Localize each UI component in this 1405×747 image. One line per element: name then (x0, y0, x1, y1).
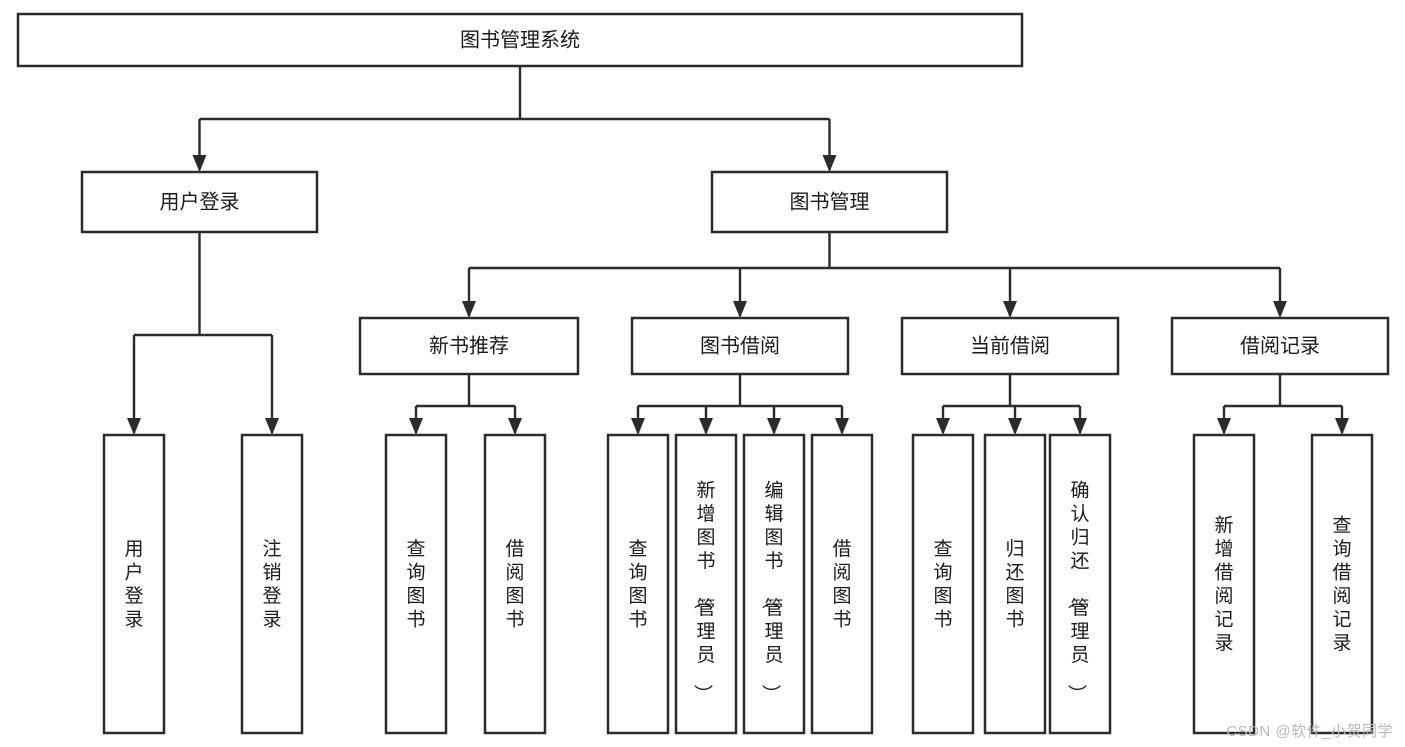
edge-group-current-borrow (936, 374, 1087, 435)
node-label-leaf-confirm-return: 确认归还（管理员） (1065, 479, 1089, 703)
edge-group-root (192, 66, 837, 172)
edge-group-borrow-record (1217, 374, 1349, 435)
node-label-leaf-borrow-book-1: 借阅图书 (505, 538, 524, 631)
arrow-head (767, 418, 781, 435)
node-box-leaf-query-record (1310, 433, 1374, 735)
arrow-head (127, 418, 141, 435)
node-leaf-return-book[interactable]: 归还图书 (983, 433, 1047, 735)
node-box-leaf-query-book-2 (606, 433, 670, 735)
node-label-borrow-record: 借阅记录 (1240, 334, 1320, 357)
connectors-layer (127, 66, 1349, 435)
arrow-head (265, 418, 279, 435)
node-box-leaf-return-book (983, 433, 1047, 735)
node-label-root: 图书管理系统 (460, 28, 580, 51)
node-box-book-management (710, 170, 949, 234)
arrow-head (462, 301, 476, 318)
node-leaf-query-record[interactable]: 查询借阅记录 (1310, 433, 1374, 735)
arrow-head (192, 155, 207, 172)
node-borrow-record[interactable]: 借阅记录 (1170, 316, 1390, 376)
node-box-leaf-query-book-3 (911, 433, 975, 735)
node-label-leaf-query-book-3: 查询图书 (933, 538, 952, 631)
node-box-leaf-add-record (1192, 433, 1256, 735)
node-box-leaf-user-login (102, 433, 166, 735)
node-label-current-borrow: 当前借阅 (970, 334, 1050, 357)
node-leaf-query-book-1[interactable]: 查询图书 (384, 433, 448, 735)
arrow-head (1217, 418, 1231, 435)
node-label-leaf-logout: 注销登录 (262, 538, 281, 631)
node-label-leaf-edit-book: 编辑图书（管理员） (759, 479, 783, 703)
node-new-book-recommend[interactable]: 新书推荐 (358, 316, 580, 376)
node-box-leaf-edit-book (742, 433, 806, 735)
arrow-head (699, 418, 713, 435)
node-label-user-login: 用户登录 (160, 190, 240, 213)
node-label-leaf-add-book: 新增图书（管理员） (691, 479, 715, 703)
node-user-login[interactable]: 用户登录 (80, 170, 319, 234)
arrow-head (1003, 301, 1017, 318)
edge-group-user-login (127, 232, 279, 435)
node-label-book-borrow: 图书借阅 (700, 334, 780, 357)
node-box-new-book-recommend (358, 316, 580, 376)
node-box-user-login (80, 170, 319, 234)
arrow-head (1073, 418, 1087, 435)
node-box-current-borrow (900, 316, 1120, 376)
arrow-head (1335, 418, 1349, 435)
arrow-head (631, 418, 645, 435)
node-book-management[interactable]: 图书管理 (710, 170, 949, 234)
node-box-root (16, 12, 1024, 68)
node-leaf-add-book[interactable]: 新增图书（管理员） (674, 433, 738, 735)
node-leaf-borrow-book-1[interactable]: 借阅图书 (483, 433, 547, 735)
node-leaf-confirm-return[interactable]: 确认归还（管理员） (1048, 433, 1112, 735)
node-box-leaf-borrow-book-2 (810, 433, 874, 735)
node-leaf-query-book-2[interactable]: 查询图书 (606, 433, 670, 735)
arrow-head (936, 418, 950, 435)
node-label-leaf-query-book-1: 查询图书 (406, 538, 425, 631)
arrow-head (835, 418, 849, 435)
node-box-leaf-confirm-return (1048, 433, 1112, 735)
arrow-head (508, 418, 522, 435)
arrow-head (733, 301, 747, 318)
nodes-layer: 图书管理系统用户登录图书管理新书推荐图书借阅当前借阅借阅记录用户登录注销登录查询… (16, 12, 1390, 735)
node-box-leaf-borrow-book-1 (483, 433, 547, 735)
node-box-leaf-logout (240, 433, 304, 735)
node-label-leaf-query-record: 查询借阅记录 (1332, 515, 1351, 655)
node-label-book-management: 图书管理 (790, 190, 870, 213)
arrow-head (822, 155, 837, 172)
arrow-head (1008, 418, 1022, 435)
watermark-text: CSDN @软件_小贺同学 (1226, 723, 1393, 740)
node-book-borrow[interactable]: 图书借阅 (630, 316, 850, 376)
node-leaf-user-login[interactable]: 用户登录 (102, 433, 166, 735)
node-leaf-edit-book[interactable]: 编辑图书（管理员） (742, 433, 806, 735)
node-root[interactable]: 图书管理系统 (16, 12, 1024, 68)
node-box-leaf-query-book-1 (384, 433, 448, 735)
node-box-borrow-record (1170, 316, 1390, 376)
node-label-leaf-return-book: 归还图书 (1005, 538, 1024, 631)
arrow-head (409, 418, 423, 435)
node-box-book-borrow (630, 316, 850, 376)
node-label-leaf-user-login: 用户登录 (124, 539, 143, 631)
edge-group-book-borrow (631, 374, 849, 435)
node-box-leaf-add-book (674, 433, 738, 735)
node-label-leaf-add-record: 新增借阅记录 (1214, 515, 1233, 655)
node-label-new-book-recommend: 新书推荐 (429, 334, 509, 357)
node-leaf-logout[interactable]: 注销登录 (240, 433, 304, 735)
node-current-borrow[interactable]: 当前借阅 (900, 316, 1120, 376)
arrow-head (1273, 301, 1287, 318)
node-leaf-query-book-3[interactable]: 查询图书 (911, 433, 975, 735)
edge-group-book-management (462, 232, 1287, 318)
node-leaf-borrow-book-2[interactable]: 借阅图书 (810, 433, 874, 735)
node-label-leaf-borrow-book-2: 借阅图书 (832, 538, 851, 631)
edge-group-new-book-recommend (409, 374, 522, 435)
node-leaf-add-record[interactable]: 新增借阅记录 (1192, 433, 1256, 735)
node-label-leaf-query-book-2: 查询图书 (628, 538, 647, 631)
